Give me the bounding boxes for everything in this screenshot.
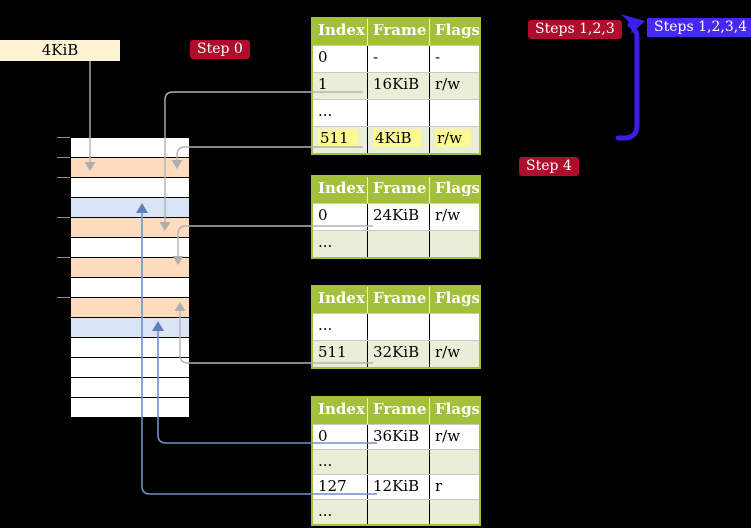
table-cell: 0 <box>318 427 328 445</box>
header-cell-index: Index <box>318 21 365 39</box>
header-cell-index: Index <box>318 289 365 307</box>
table-cell <box>367 314 429 340</box>
table-cell: 16KiB <box>367 73 429 99</box>
memory-frame-row-orange <box>70 298 190 318</box>
table-cell: 127 <box>318 477 347 495</box>
memory-frame-row-white <box>70 138 190 158</box>
table-row: 0 -- <box>313 45 479 72</box>
memory-frame-row-blue <box>70 198 190 218</box>
memory-frame-row-white <box>70 398 190 418</box>
table-cell: ... <box>318 102 333 120</box>
table-cell <box>367 500 429 524</box>
table-cell: r/w <box>429 425 479 449</box>
memory-frame-row-white <box>70 278 190 298</box>
table-row: ... <box>313 499 479 524</box>
highlighted-value: 511 <box>318 129 358 147</box>
header-cell-index: Index <box>318 179 365 197</box>
table-cell: 24KiB <box>367 204 429 230</box>
memory-frame-row-orange <box>70 218 190 238</box>
steps-123-badge: Steps 1,2,3 <box>528 20 622 39</box>
loop-arrowhead <box>620 14 645 34</box>
table-cell: 36KiB <box>367 425 429 449</box>
table-cell: 32KiB <box>367 341 429 367</box>
header-cell-frame: Frame <box>367 287 429 313</box>
loop-arrow-steps <box>615 22 640 141</box>
table-cell: 1 <box>318 75 328 93</box>
memory-frame-row-white <box>70 238 190 258</box>
memory-frame-row-orange <box>70 158 190 178</box>
header-cell-frame: Frame <box>367 177 429 203</box>
table-cell: 4KiB <box>367 127 429 153</box>
header-cell-flags: Flags <box>429 398 479 424</box>
table-cell: r/w <box>429 341 479 367</box>
table-cell <box>429 450 479 474</box>
memory-frame-row-white <box>70 338 190 358</box>
table-cell: - <box>367 46 429 72</box>
table-cell: 0 <box>318 48 328 66</box>
table-cell: ... <box>318 233 333 251</box>
table-cell <box>429 100 479 126</box>
memory-frame-row-orange <box>70 258 190 278</box>
table-cell: ... <box>318 452 333 470</box>
memory-address-tick <box>57 217 70 218</box>
table-cell: 12KiB <box>367 475 429 499</box>
frame-size-label: 4KiB <box>0 40 120 61</box>
table-cell: 511 <box>313 127 367 153</box>
table-row: ... <box>313 230 479 257</box>
table-cell: r/w <box>429 73 479 99</box>
memory-frame-row-white <box>70 178 190 198</box>
highlighted-value: r/w <box>435 129 472 147</box>
step-4-badge: Step 4 <box>519 157 579 176</box>
highlighted-value: 4KiB <box>373 129 421 147</box>
memory-frame-row-white <box>70 358 190 378</box>
table-cell: r <box>429 475 479 499</box>
header-cell-index: Index <box>318 400 365 418</box>
header-cell-flags: Flags <box>429 19 479 45</box>
table-cell: - <box>429 46 479 72</box>
header-cell-flags: Flags <box>429 177 479 203</box>
memory-address-tick <box>57 257 70 258</box>
memory-address-tick <box>57 177 70 178</box>
table-row: 511 4KiB r/w <box>313 126 479 153</box>
table-cell: ... <box>318 316 333 334</box>
table-cell: r/w <box>429 204 479 230</box>
table-cell <box>429 231 479 257</box>
header-cell-frame: Frame <box>367 398 429 424</box>
table-cell <box>429 314 479 340</box>
table-cell: r/w <box>429 127 479 153</box>
memory-address-tick <box>57 137 70 138</box>
table-row: ... <box>313 313 479 340</box>
header-cell-flags: Flags <box>429 287 479 313</box>
table-cell <box>429 500 479 524</box>
table-cell: ... <box>318 502 333 520</box>
table-cell <box>367 450 429 474</box>
table-cell: 511 <box>318 343 347 361</box>
table-cell <box>367 100 429 126</box>
table-row: ... <box>313 449 479 474</box>
memory-frame-row-white <box>70 378 190 398</box>
memory-address-tick <box>57 297 70 298</box>
physical-memory-column <box>70 137 190 418</box>
steps-1234-badge: Steps 1,2,3,4 <box>647 18 751 37</box>
table-cell: 0 <box>318 206 328 224</box>
memory-frame-row-blue <box>70 318 190 338</box>
table-cell <box>367 231 429 257</box>
step-0-badge: Step 0 <box>190 40 250 59</box>
memory-address-tick <box>57 157 70 158</box>
header-cell-frame: Frame <box>367 19 429 45</box>
table-row: ... <box>313 99 479 126</box>
